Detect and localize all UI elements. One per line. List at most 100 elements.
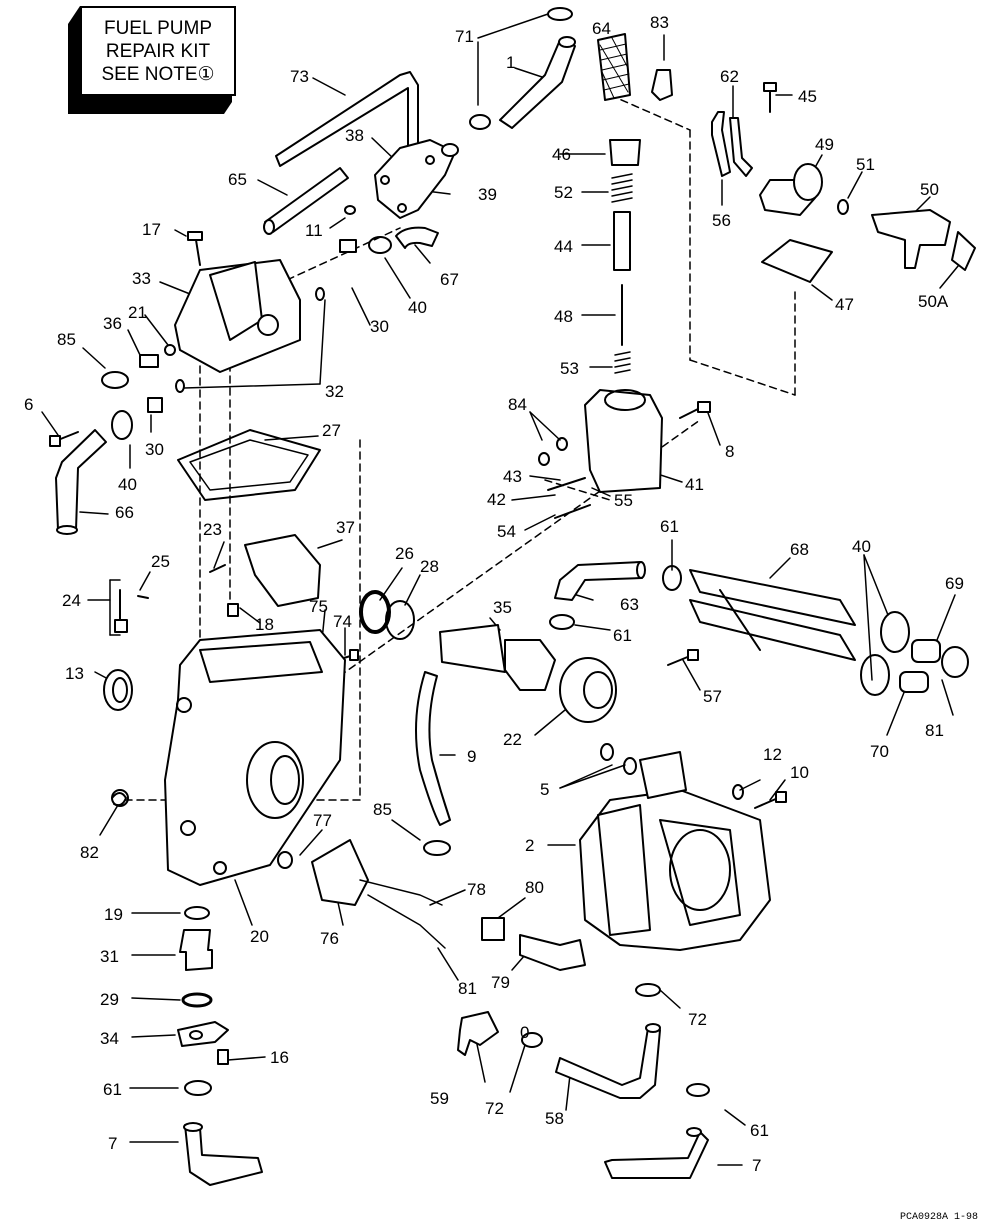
label-85-lower: 85 — [373, 800, 392, 819]
label-36: 36 — [103, 314, 122, 333]
sleeve-mesh — [599, 37, 630, 99]
label-19: 19 — [104, 905, 123, 924]
label-51: 51 — [856, 155, 875, 174]
label-79: 79 — [491, 973, 510, 992]
label-81-lower: 81 — [458, 979, 477, 998]
label-30-lower: 30 — [145, 440, 164, 459]
label-52: 52 — [554, 183, 573, 202]
figure-code: PCA0928A 1-98 — [900, 1212, 979, 1223]
label-13: 13 — [65, 664, 84, 683]
label-28: 28 — [420, 557, 439, 576]
label-70: 70 — [870, 742, 889, 761]
label-30-upper: 30 — [370, 317, 389, 336]
label-35: 35 — [493, 598, 512, 617]
label-18: 18 — [255, 615, 274, 634]
label-0: 0 — [520, 1023, 529, 1042]
label-20: 20 — [250, 927, 269, 946]
label-80: 80 — [525, 878, 544, 897]
label-6: 6 — [24, 395, 33, 414]
label-74: 74 — [333, 612, 352, 631]
label-54: 54 — [497, 522, 516, 541]
label-81-right: 81 — [925, 721, 944, 740]
label-53: 53 — [560, 359, 579, 378]
label-27: 27 — [322, 421, 341, 440]
label-40-left: 40 — [118, 475, 137, 494]
label-63: 63 — [620, 595, 639, 614]
major-components — [164, 139, 951, 951]
label-61-mid: 61 — [613, 626, 632, 645]
label-66: 66 — [115, 503, 134, 522]
label-49: 49 — [815, 135, 834, 154]
label-84: 84 — [508, 395, 527, 414]
label-29: 29 — [100, 990, 119, 1009]
label-9: 9 — [467, 747, 476, 766]
label-7-right: 7 — [752, 1156, 761, 1175]
label-25: 25 — [151, 552, 170, 571]
label-55: 55 — [614, 491, 633, 510]
note-line-1: FUEL PUMP — [103, 17, 213, 39]
label-85-left: 85 — [57, 330, 76, 349]
label-39: 39 — [478, 185, 497, 204]
label-61-right: 61 — [750, 1121, 769, 1140]
label-38: 38 — [345, 126, 364, 145]
assembly-guide-lines — [124, 94, 796, 801]
label-46: 46 — [552, 145, 571, 164]
label-73: 73 — [290, 67, 309, 86]
label-77: 77 — [313, 811, 332, 830]
note-line-3: SEE NOTE① — [101, 63, 215, 85]
fittings-and-screws — [49, 69, 976, 1065]
label-61-left: 61 — [103, 1080, 122, 1099]
note-box-panel: FUEL PUMP REPAIR KIT SEE NOTE① — [80, 6, 236, 96]
label-47: 47 — [835, 295, 854, 314]
label-42: 42 — [487, 490, 506, 509]
label-12: 12 — [763, 745, 782, 764]
label-50: 50 — [920, 180, 939, 199]
label-10: 10 — [790, 763, 809, 782]
label-71: 71 — [455, 27, 474, 46]
label-68: 68 — [790, 540, 809, 559]
label-83: 83 — [650, 13, 669, 32]
label-62: 62 — [720, 67, 739, 86]
label-44: 44 — [554, 237, 573, 256]
label-64: 64 — [592, 19, 611, 38]
label-21: 21 — [128, 303, 147, 322]
label-32: 32 — [325, 382, 344, 401]
label-1: 1 — [506, 53, 515, 72]
label-65: 65 — [228, 170, 247, 189]
label-58: 58 — [545, 1109, 564, 1128]
label-8: 8 — [725, 442, 734, 461]
label-41: 41 — [685, 475, 704, 494]
label-17: 17 — [142, 220, 161, 239]
label-40-right: 40 — [852, 537, 871, 556]
label-7-left: 7 — [108, 1134, 117, 1153]
repair-kit-note: FUEL PUMP REPAIR KIT SEE NOTE① — [68, 6, 244, 114]
label-76: 76 — [320, 929, 339, 948]
label-69: 69 — [945, 574, 964, 593]
label-2: 2 — [525, 836, 534, 855]
label-24: 24 — [62, 591, 81, 610]
label-33: 33 — [132, 269, 151, 288]
label-45: 45 — [798, 87, 817, 106]
leader-lines — [41, 13, 964, 1166]
label-59: 59 — [430, 1089, 449, 1108]
label-72-lower: 72 — [485, 1099, 504, 1118]
label-48: 48 — [554, 307, 573, 326]
label-43: 43 — [503, 467, 522, 486]
label-40-upper: 40 — [408, 298, 427, 317]
label-82: 82 — [80, 843, 99, 862]
label-22: 22 — [503, 730, 522, 749]
note-line-2: REPAIR KIT — [105, 40, 211, 62]
label-57: 57 — [703, 687, 722, 706]
label-67: 67 — [440, 270, 459, 289]
label-75: 75 — [309, 597, 328, 616]
part-labels: 1 2 5 6 7 7 8 9 10 11 12 13 16 17 18 19 … — [24, 13, 964, 1175]
label-11: 11 — [305, 221, 323, 240]
label-78: 78 — [467, 880, 486, 899]
label-34: 34 — [100, 1029, 119, 1048]
label-37: 37 — [336, 518, 355, 537]
label-16: 16 — [270, 1048, 289, 1067]
label-5: 5 — [540, 780, 549, 799]
label-72-right: 72 — [688, 1010, 707, 1029]
